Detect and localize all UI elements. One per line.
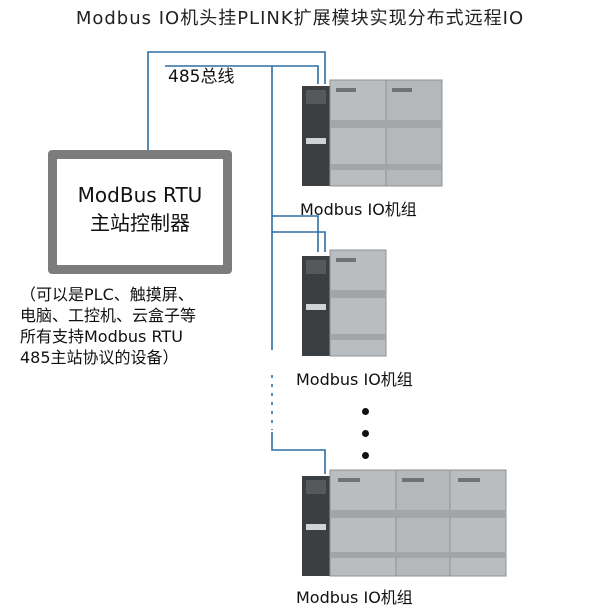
- bus-wire-trunk-1: [271, 66, 319, 252]
- bus-wire-trunk-2: [271, 216, 326, 252]
- expansion-module-1: [329, 249, 387, 357]
- io-group-2-label: Modbus IO机组: [296, 370, 413, 389]
- io-group-1-image: [302, 79, 443, 187]
- expansion-module-2: [395, 469, 451, 577]
- bus-wire-trunk-4: [271, 432, 326, 474]
- bus-wire-pair: [165, 65, 319, 84]
- master-note: （可以是PLC、触摸屏、 电脑、工控机、云盒子等 所有支持Modbus RTU …: [20, 284, 270, 368]
- master-line-2: 主站控制器: [90, 211, 190, 235]
- master-line-1: ModBus RTU: [77, 183, 203, 207]
- io-group-3-label: Modbus IO机组: [296, 588, 413, 607]
- io-group-3-image: [302, 469, 507, 577]
- diagram-title: Modbus IO机头挂PLINK扩展模块实现分布式远程IO: [75, 8, 525, 29]
- bus-label: 485总线: [168, 67, 235, 87]
- master-note-line-3: 所有支持Modbus RTU: [20, 327, 183, 346]
- master-note-line-1: （可以是PLC、触摸屏、: [20, 285, 194, 304]
- master-controller-text: ModBus RTU 主站控制器: [57, 181, 223, 237]
- ellipsis-dot-3: [362, 452, 369, 459]
- io-group-2-image: [302, 249, 387, 357]
- ellipsis-dot-1: [362, 408, 369, 415]
- expansion-module-3: [449, 469, 507, 577]
- expansion-module-2: [385, 79, 443, 187]
- expansion-module-1: [329, 79, 387, 187]
- io-group-1-label: Modbus IO机组: [300, 200, 417, 219]
- master-note-line-4: 485主站协议的设备）: [20, 348, 179, 367]
- expansion-module-1: [329, 469, 397, 577]
- ellipsis-dot-2: [362, 430, 369, 437]
- master-note-line-2: 电脑、工控机、云盒子等: [20, 306, 197, 325]
- bus-wire-master: [147, 51, 326, 150]
- master-controller-box: ModBus RTU 主站控制器: [48, 150, 232, 274]
